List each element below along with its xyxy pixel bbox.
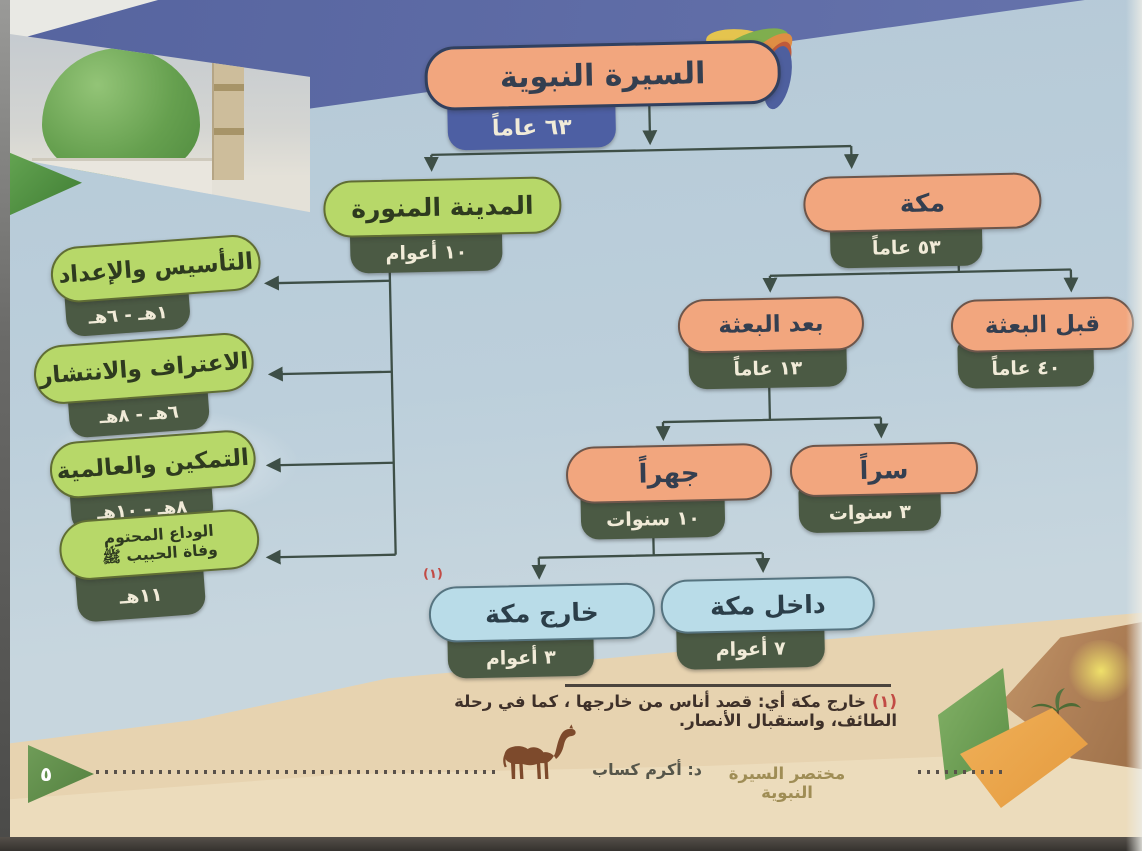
node-madinah: المدينة المنورة ١٠ أعوام xyxy=(322,176,563,274)
dotted-line xyxy=(96,770,500,774)
node-before-bitha-label: قبل البعثة xyxy=(950,296,1135,354)
node-phase-recognition: الاعتراف والانتشار ٦هـ - ٨هـ xyxy=(31,330,258,441)
node-after-bitha: بعد البعثة ١٣ عاماً xyxy=(677,295,865,390)
node-inside-makkah-label: داخل مكة xyxy=(660,575,876,635)
author-label: د: أكرم كساب xyxy=(592,760,702,779)
node-openly-label: جهراً xyxy=(565,442,773,505)
node-phase-founding: التأسيس والإعداد ١هـ - ٦هـ xyxy=(48,233,265,338)
node-makkah: مكة ٥٣ عاماً xyxy=(802,172,1043,269)
footnote-separator xyxy=(565,684,891,687)
dotted-line xyxy=(918,770,1006,774)
footnote-text: (١) خارج مكة أي: قصد أناس من خارجها ، كم… xyxy=(385,692,897,730)
node-secretly: سراً ٣ سنوات xyxy=(789,441,979,534)
page-number: ٥ xyxy=(40,762,53,786)
node-makkah-label: مكة xyxy=(802,172,1042,234)
node-seerah-root: السيرة النبوية ٦٣ عاماً xyxy=(424,39,782,151)
node-seerah-root-label: السيرة النبوية xyxy=(424,39,782,111)
footnote-marker: (١) xyxy=(871,692,897,711)
node-openly: جهراً ١٠ سنوات xyxy=(565,442,773,540)
node-outside-makkah-label: خارج مكة xyxy=(428,582,656,644)
node-after-bitha-label: بعد البعثة xyxy=(677,295,865,354)
node-phase-farewell: الوداع المحتوم وفاة الحبيب ﷺ ١١هـ xyxy=(57,507,264,623)
node-outside-makkah: خارج مكة ٣ أعوام xyxy=(428,582,656,679)
node-madinah-label: المدينة المنورة xyxy=(322,176,562,239)
node-inside-makkah: داخل مكة ٧ أعوام xyxy=(660,575,876,670)
book-title-label: مختصر السيرة النبوية xyxy=(728,764,846,802)
node-secretly-label: سراً xyxy=(789,441,979,498)
node-before-bitha: قبل البعثة ٤٠ عاماً xyxy=(950,296,1135,389)
footnote-reference-marker: (١) xyxy=(422,566,444,583)
camel-icon xyxy=(503,724,576,779)
